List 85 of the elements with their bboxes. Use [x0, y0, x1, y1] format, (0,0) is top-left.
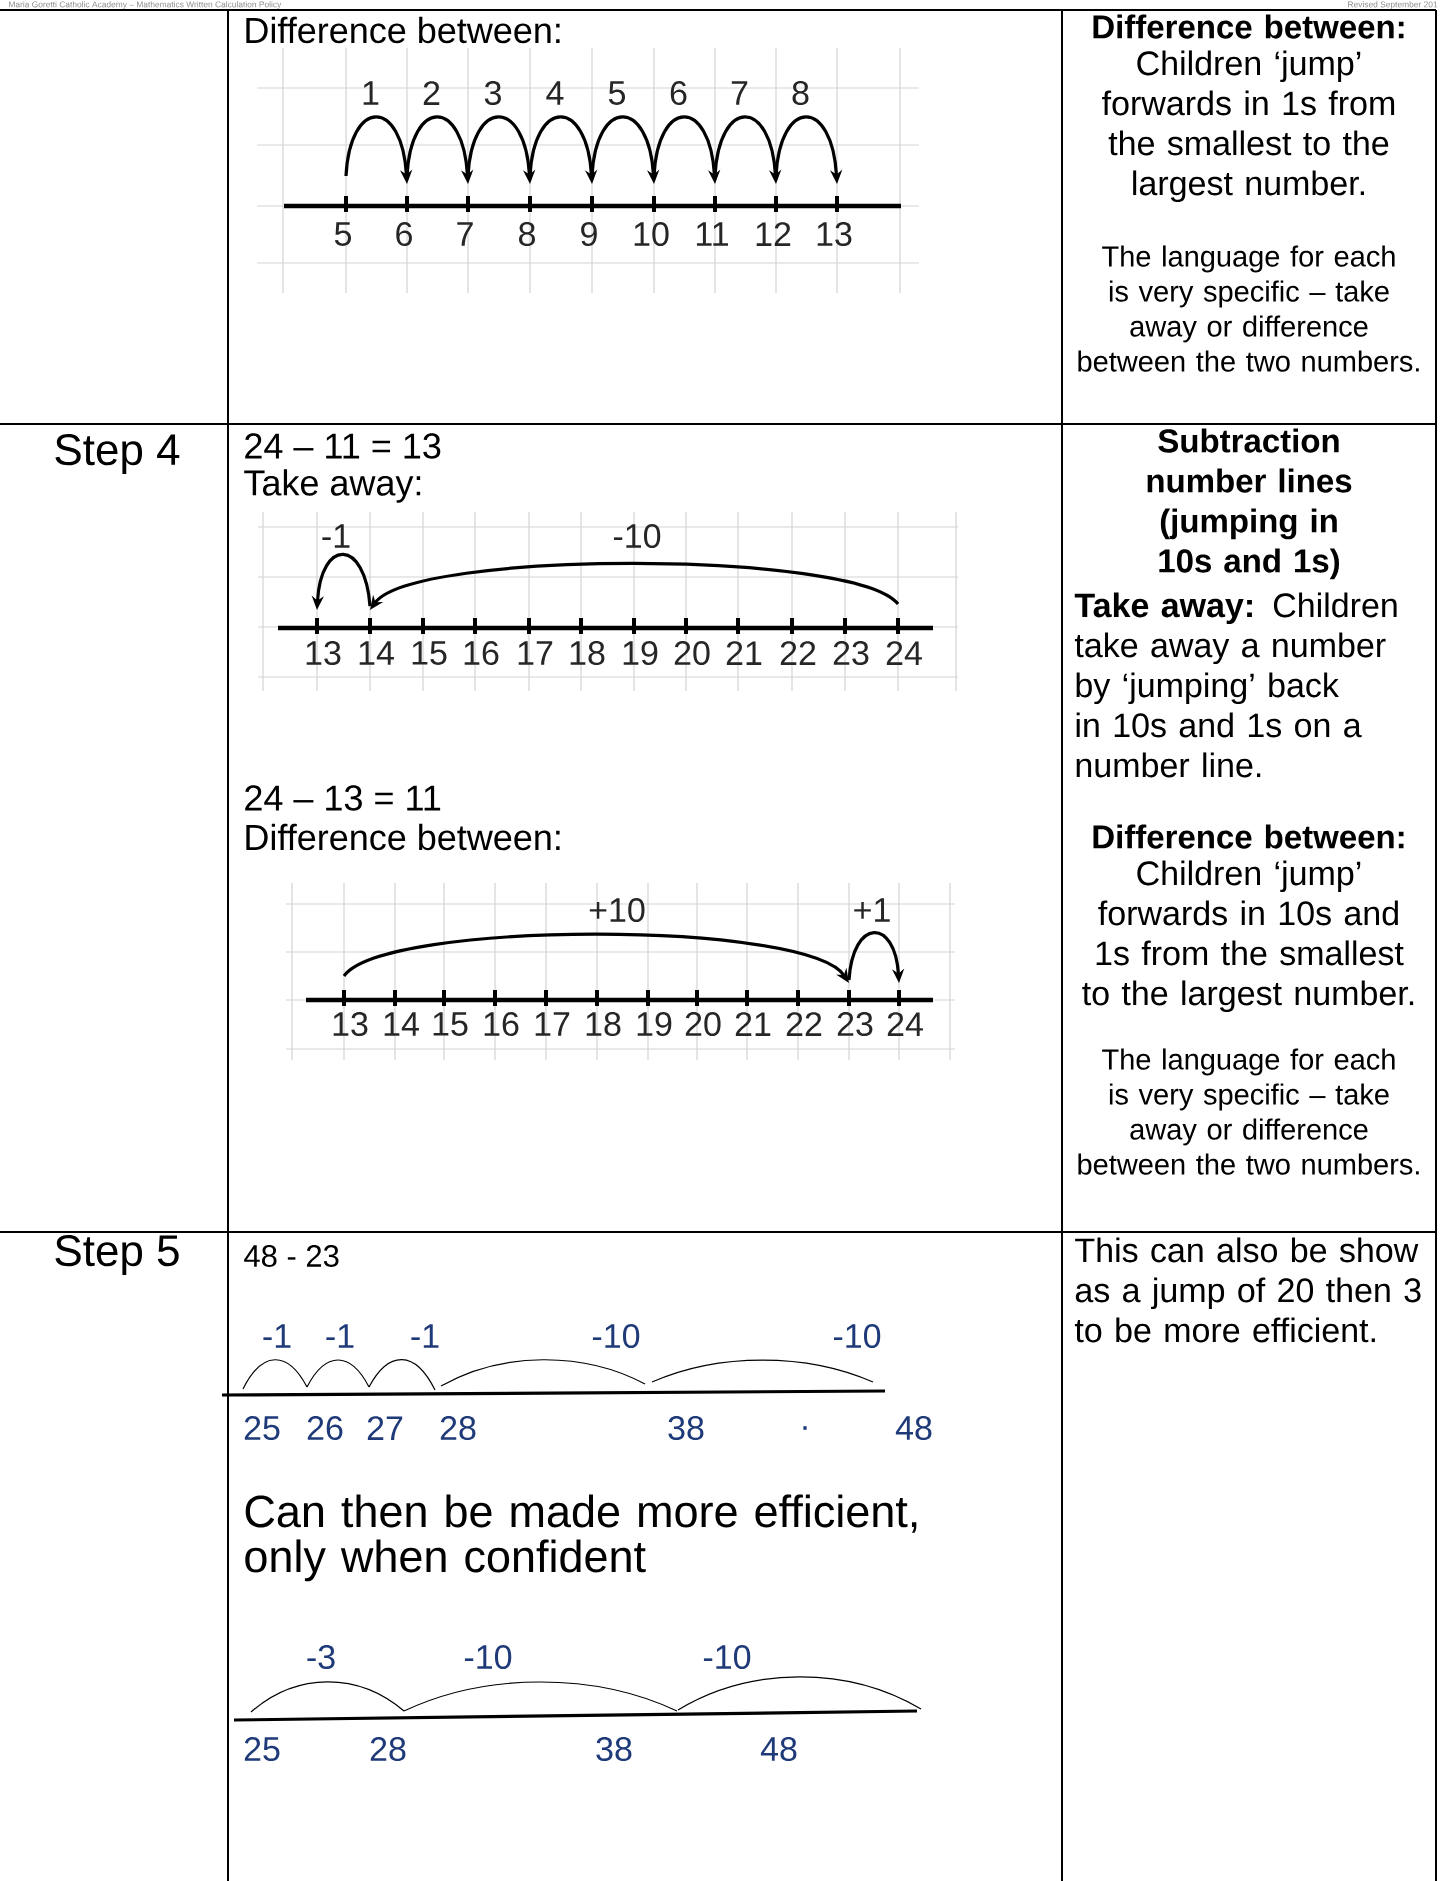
number-label: 48 [895, 1416, 932, 1441]
jump-label: -10 [833, 1324, 881, 1349]
number-label: 28 [440, 1416, 476, 1441]
number-label: 5 [334, 222, 351, 246]
note-text: The language for each is very specific – take away or difference between the two numbers. [1078, 245, 1419, 372]
number-label: 25 [244, 1737, 280, 1762]
number-label: 15 [412, 641, 447, 665]
number-label: . [803, 1426, 807, 1430]
jump-label: +1 [854, 898, 890, 922]
number-label: 20 [674, 641, 710, 666]
number-label: 21 [726, 641, 762, 665]
jump-label: -10 [703, 1645, 751, 1670]
note-text: The language for each is very specific – take away or difference between the two numbers. [1078, 1048, 1419, 1175]
header-text: Revised September 201 [1348, 1, 1438, 10]
number-label: 6 [396, 222, 412, 247]
jump-label: -10 [592, 1324, 640, 1349]
section-heading: Difference between: [246, 16, 560, 44]
number-label: 21 [735, 1012, 771, 1036]
jump-label: -10 [613, 523, 661, 549]
number-label: 14 [359, 641, 394, 665]
number-label: 19 [637, 1012, 672, 1037]
number-label: 7 [457, 222, 473, 246]
number-label: 17 [535, 1012, 570, 1036]
number-label: 12 [756, 222, 791, 246]
number-label: 13 [333, 1012, 368, 1037]
section-heading: Take away: [244, 469, 421, 503]
equation: 48 - 23 [244, 1245, 339, 1267]
number-label: 18 [586, 1012, 621, 1037]
number-label: 9 [581, 222, 597, 247]
number-label: 23 [833, 641, 869, 666]
number-label: 27 [367, 1416, 403, 1440]
jump-label: -1 [326, 1324, 354, 1348]
jump-label: -3 [307, 1645, 335, 1670]
number-label: 24 [886, 641, 922, 665]
number-label: 17 [518, 641, 553, 665]
number-label: 10 [634, 222, 669, 247]
jump-label: +10 [589, 898, 645, 923]
number-label: 26 [307, 1416, 343, 1441]
jump-label: 4 [546, 81, 564, 105]
description-text: Children ‘jump’ forwards in 1s from the smallest to the largest number. [1102, 50, 1395, 203]
number-label: 15 [433, 1012, 468, 1036]
jump-label: 2 [423, 81, 440, 105]
section-heading: Difference between: [246, 823, 560, 851]
number-label: 38 [596, 1737, 632, 1762]
number-label: 23 [837, 1012, 873, 1037]
number-label: 20 [685, 1012, 721, 1037]
description-heading: (jumping in 10s and 1s) [1159, 508, 1340, 580]
number-label: 13 [306, 641, 341, 666]
number-label: 13 [817, 222, 852, 247]
description-heading: Subtraction number lines [1147, 428, 1352, 493]
note-text: Can then be made more efficient, only when confident [245, 1494, 917, 1582]
equation: 24 – 11 = 13 [245, 433, 441, 459]
jump-label: 5 [608, 81, 625, 105]
jump-label: 7 [731, 81, 748, 105]
number-label: 19 [623, 641, 658, 666]
number-label: 16 [484, 1012, 519, 1037]
number-label: 48 [760, 1737, 797, 1762]
description-text: Children ‘jump’ forwards in 10s and 1s from the smallest to the largest number. [1082, 860, 1414, 1013]
number-label: 11 [696, 222, 728, 246]
jump-label: 1 [363, 81, 379, 105]
jump-label: -10 [464, 1645, 512, 1670]
number-label: 16 [464, 641, 499, 666]
jump-label: -1 [263, 1324, 291, 1348]
jump-label: -1 [322, 524, 350, 548]
description-text: Take away: Children take away a number by ‘jumping’ back in 10s and 1s on a number line. [1074, 592, 1397, 778]
description-heading: Difference between: [1093, 14, 1404, 39]
description-text: This can also be show as a jump of 20 then 3 to be more efficient. [1074, 1237, 1421, 1343]
step-label: Step 4 [55, 434, 180, 474]
number-label: 14 [384, 1012, 419, 1036]
number-label: 8 [519, 222, 535, 247]
number-label: 25 [244, 1416, 280, 1441]
jump-label: -1 [411, 1324, 439, 1348]
jump-label: 6 [670, 80, 687, 106]
number-label: 22 [786, 1012, 822, 1036]
step-label: Step 5 [55, 1235, 179, 1275]
number-label: 22 [780, 641, 816, 665]
equation: 24 – 13 = 11 [245, 785, 441, 811]
jump-label: 8 [792, 80, 809, 106]
number-label: 18 [570, 641, 605, 666]
number-label: 24 [887, 1012, 923, 1036]
number-label: 28 [370, 1737, 406, 1762]
number-label: 38 [668, 1416, 704, 1441]
header-text: Maria Goretti Catholic Academy – Mathematics Written Calculation Policy [9, 1, 282, 10]
jump-label: 3 [484, 80, 501, 106]
description-heading: Difference between: [1093, 824, 1404, 849]
